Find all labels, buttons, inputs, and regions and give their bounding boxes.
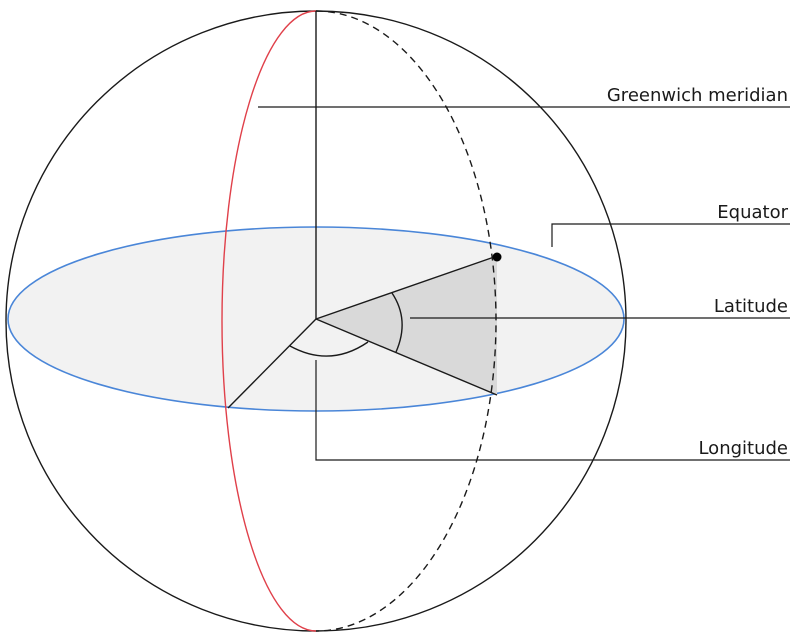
label-greenwich-meridian: Greenwich meridian: [607, 85, 788, 106]
latitude-angle-arc: [391, 292, 403, 353]
label-latitude: Latitude: [714, 296, 788, 317]
radius-to-prime-meridian: [227, 318, 317, 409]
dashed-meridian: [315, 10, 497, 632]
radius-to-point: [315, 255, 498, 320]
leader-equator: [551, 223, 790, 247]
longitude-angle-arc: [289, 341, 369, 357]
radius-to-equator: [315, 318, 498, 396]
location-point: [492, 252, 502, 262]
greenwich-meridian-line: [221, 10, 317, 632]
label-longitude: Longitude: [698, 438, 788, 459]
latitude-sector: [316, 256, 497, 395]
leader-longitude: [315, 360, 790, 461]
label-equator: Equator: [717, 202, 788, 223]
